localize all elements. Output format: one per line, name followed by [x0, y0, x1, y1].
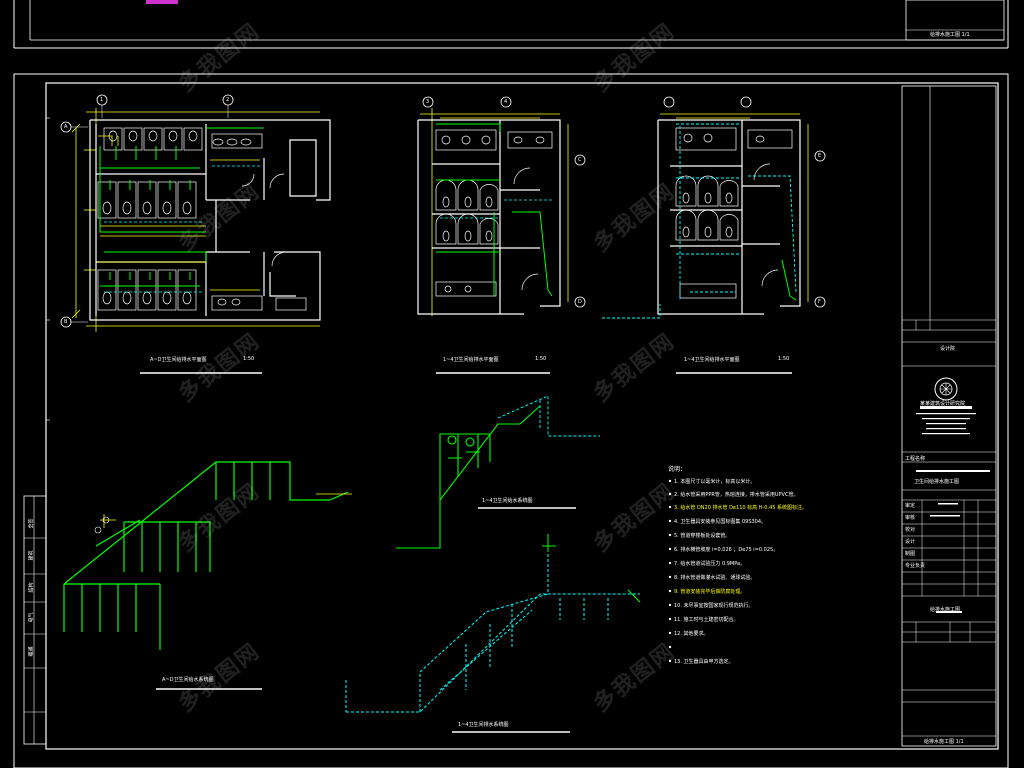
- system-2-drawing: [396, 405, 541, 549]
- system-1-drawing: [63, 461, 349, 650]
- plan-1-drawing: [60, 94, 331, 374]
- plan-3-drawing: [602, 96, 826, 374]
- top-sheet: [13, 0, 1009, 49]
- notes-markers: [668, 479, 672, 663]
- institute-logo-icon: [934, 377, 958, 401]
- title-block: [901, 85, 997, 747]
- selection-highlight: [146, 0, 178, 4]
- plan-2-drawing: [417, 96, 586, 374]
- main-sheet-frame: [13, 73, 1009, 768]
- system-3-drawing: [345, 534, 640, 713]
